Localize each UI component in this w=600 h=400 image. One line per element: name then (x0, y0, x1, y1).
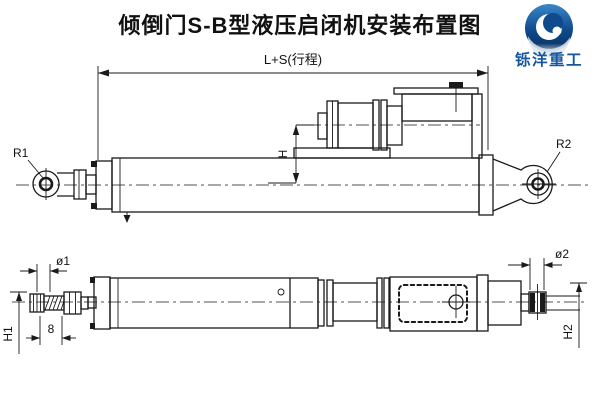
power-unit (293, 82, 483, 159)
dim-h1 (10, 291, 27, 354)
dim-dia2 (508, 258, 562, 290)
plan-view-drawing (10, 258, 588, 354)
label-h1: H1 (1, 326, 15, 342)
label-8: 8 (48, 322, 55, 336)
brand-name: 铄洋重工 (515, 50, 583, 69)
label-h: H (276, 150, 290, 159)
valve-block-cover (389, 276, 478, 332)
page-title: 倾倒门S-B型液压启闭机安装布置图 (118, 13, 482, 38)
front-rod-end (29, 291, 97, 315)
label-dia1: ø1 (56, 254, 70, 268)
port-hole-icon (277, 288, 285, 296)
dim-width-8 (26, 316, 76, 345)
side-view-drawing (16, 66, 588, 223)
label-dia2: ø2 (555, 247, 569, 261)
drain-arrow-icon (123, 215, 131, 223)
dim-length (97, 66, 489, 160)
r2-leader-line (546, 151, 561, 173)
company-logo: 铄洋重工 (515, 4, 583, 69)
label-length: L+S(行程) (264, 52, 322, 67)
dim-height-h (268, 124, 314, 184)
front-rod-eye (32, 168, 97, 200)
label-r2: R2 (556, 137, 572, 151)
plan-rear-end (476, 274, 580, 332)
logo-globe-icon (525, 4, 573, 58)
filler-cap-icon (449, 82, 463, 88)
label-h2: H2 (561, 324, 575, 340)
r1-leader-line (27, 159, 44, 179)
plan-front-head (90, 276, 111, 330)
dim-h2 (570, 282, 587, 348)
dim-dia1 (20, 264, 67, 292)
label-r1: R1 (13, 146, 29, 160)
cylinder-body (111, 157, 480, 223)
rear-eye (478, 154, 556, 216)
dimension-labels: R1 R2 L+S(行程) H ø1 8 H1 ø2 H2 (1, 52, 575, 342)
plan-cylinder-body (109, 277, 390, 329)
